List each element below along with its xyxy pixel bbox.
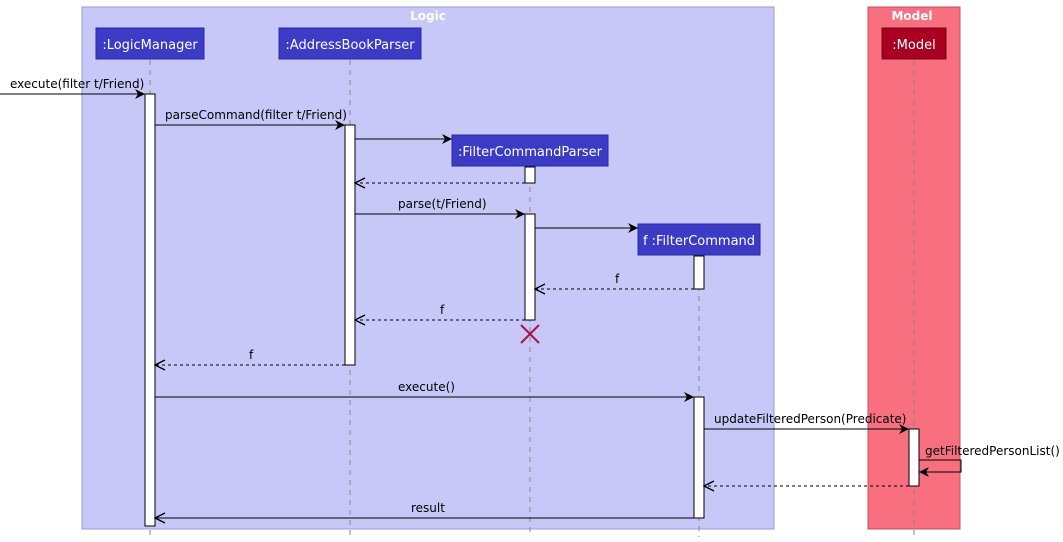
activation-filter-command-init: [693, 255, 705, 290]
label-get-filtered-person-list: getFilteredPersonList(): [925, 444, 1060, 458]
label-result: result: [411, 501, 445, 515]
label-parse-command: parseCommand(filter t/Friend): [165, 108, 347, 122]
participant-model-label: :Model: [892, 38, 935, 53]
activation-filter-command-parser: [524, 213, 536, 321]
participant-filter-command-label: f :FilterCommand: [643, 234, 755, 249]
label-update-filtered-person: updateFilteredPerson(Predicate): [714, 412, 907, 426]
participant-logic-manager-label: :LogicManager: [102, 38, 198, 53]
activation-filter-command-parser-init: [524, 166, 536, 184]
label-parse: parse(t/Friend): [398, 197, 487, 211]
participant-logic-manager: :LogicManager: [95, 27, 205, 60]
label-return-f-1: f: [615, 272, 620, 286]
logic-box-title: Logic: [410, 9, 446, 23]
activation-model: [908, 428, 920, 487]
label-return-f-3: f: [249, 348, 254, 362]
label-execute-filter: execute(filter t/Friend): [10, 77, 144, 91]
activation-address-book-parser: [344, 124, 356, 366]
logic-box: [81, 6, 775, 530]
label-return-f-2: f: [440, 303, 445, 317]
arrow-get-filtered-person-list: [919, 459, 962, 477]
participant-address-book-parser: :AddressBookParser: [278, 27, 422, 60]
participant-address-book-parser-label: :AddressBookParser: [285, 38, 415, 53]
label-execute: execute(): [398, 380, 455, 394]
activation-filter-command: [693, 396, 705, 519]
participant-filter-command: f :FilterCommand: [637, 223, 761, 256]
activation-logic-manager: [144, 93, 156, 527]
participant-filter-command-parser-label: :FilterCommandParser: [458, 145, 603, 160]
destroy-mark: [520, 324, 540, 344]
participant-filter-command-parser: :FilterCommandParser: [451, 134, 609, 167]
participant-model: :Model: [881, 27, 947, 60]
model-box-title: Model: [891, 9, 932, 23]
